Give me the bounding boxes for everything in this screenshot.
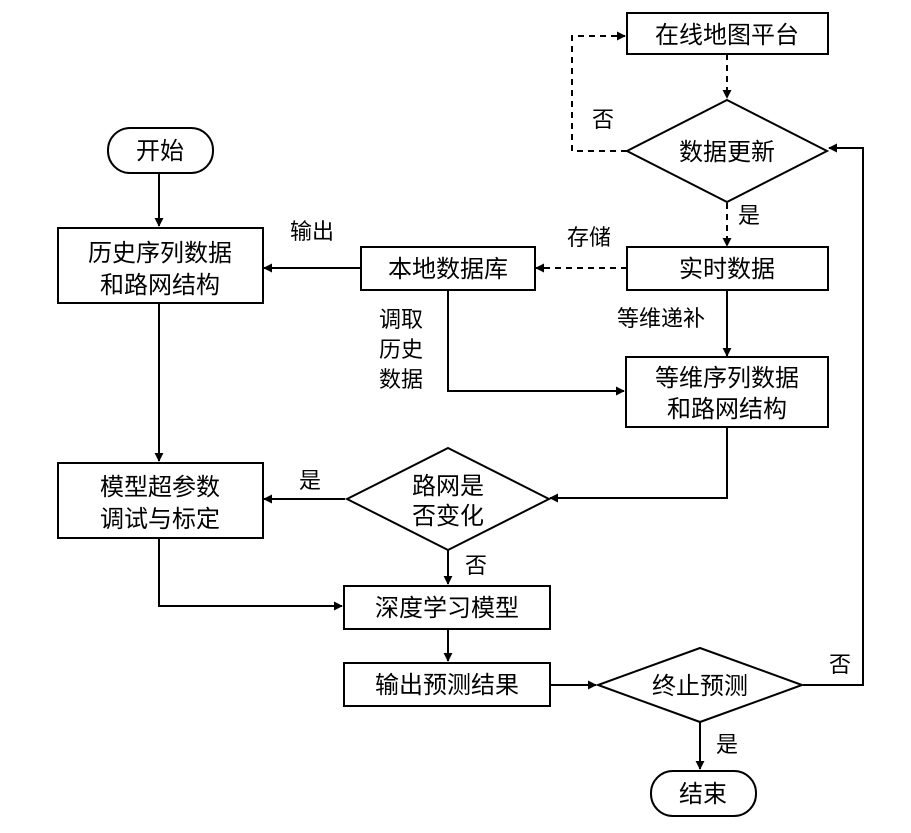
node-realtime-box xyxy=(626,246,829,291)
edge-label-stop-yes: 是 xyxy=(716,733,738,758)
edge-label-fetch-line2: 历史 xyxy=(379,338,423,363)
edge-label-stop-no: 否 xyxy=(829,653,851,678)
edge-label-equidim-fill: 等维递补 xyxy=(617,307,705,332)
stop-predict-label: 终止预测 xyxy=(652,672,748,700)
edge-local-db-to-equidim xyxy=(447,290,625,396)
network-label-line1: 路网是 xyxy=(412,472,484,500)
node-equidim-box xyxy=(625,356,829,428)
edge-update-no-to-online-map xyxy=(571,31,627,152)
hyper-label-line2: 调试与标定 xyxy=(100,505,220,533)
node-hyper-box xyxy=(57,462,264,539)
node-network-diamond xyxy=(344,446,552,552)
output-result-label: 输出预测结果 xyxy=(375,671,519,699)
history-label-line2: 和路网结构 xyxy=(100,271,220,299)
start-label: 开始 xyxy=(136,137,184,165)
end-label: 结束 xyxy=(679,780,727,808)
local-db-label: 本地数据库 xyxy=(388,255,508,283)
node-output-box xyxy=(343,662,551,707)
node-history-box xyxy=(57,227,264,304)
hyper-label-line1: 模型超参数 xyxy=(100,473,220,501)
node-local-db-box xyxy=(360,246,536,291)
network-label-line2: 否变化 xyxy=(412,502,484,530)
online-map-label: 在线地图平台 xyxy=(655,21,799,49)
history-label-line1: 历史序列数据 xyxy=(88,239,232,267)
node-start-terminal xyxy=(107,127,214,174)
equidim-label-line1: 等维序列数据 xyxy=(655,364,799,392)
data-update-label: 数据更新 xyxy=(679,138,775,166)
equidim-label-line2: 和路网结构 xyxy=(667,395,787,423)
realtime-label: 实时数据 xyxy=(679,255,775,283)
deep-model-label: 深度学习模型 xyxy=(375,594,519,622)
node-deep-model-box xyxy=(343,585,551,630)
node-labels: 在线地图平台 数据更新 开始 历史序列数据 和路网结构 本地数据库 实时数据 等… xyxy=(88,21,799,808)
node-data-update-diamond xyxy=(624,98,830,204)
edge-equidim-to-network xyxy=(549,427,728,503)
edge-label-yes-update: 是 xyxy=(738,204,760,229)
nodes xyxy=(57,12,830,817)
edge-labels: 否 是 输出 存储 等维递补 调取 历史 数据 是 否 否 是 xyxy=(290,108,851,758)
node-online-map-box xyxy=(626,12,829,55)
edge-hyper-to-deep-model xyxy=(158,538,343,611)
edges xyxy=(154,31,864,770)
edge-label-network-no: 否 xyxy=(465,554,487,579)
edge-label-fetch-line1: 调取 xyxy=(379,308,423,333)
node-stop-diamond xyxy=(595,646,805,724)
edge-label-no-update: 否 xyxy=(592,108,614,133)
node-end-terminal xyxy=(650,770,757,817)
edge-label-network-yes: 是 xyxy=(299,469,321,494)
edge-stop-no-to-update xyxy=(803,143,864,686)
edge-label-fetch-line3: 数据 xyxy=(379,368,423,393)
edge-label-store: 存储 xyxy=(567,226,611,251)
edge-label-output: 输出 xyxy=(290,220,334,245)
